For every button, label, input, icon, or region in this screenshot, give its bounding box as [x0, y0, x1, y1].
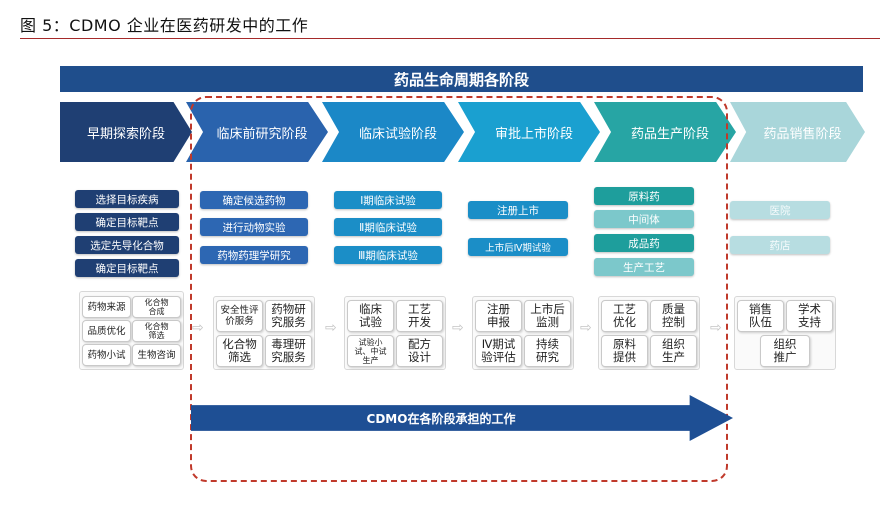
service-card: Ⅳ期试 验评估 — [475, 335, 522, 367]
task-box: 上市后Ⅳ期试验 — [468, 238, 568, 256]
cdmo-work-label: CDMO在各阶段承担的工作 — [366, 411, 516, 426]
service-card: 药物小试 — [82, 344, 131, 366]
task-box: Ⅰ期临床试验 — [334, 191, 442, 209]
service-card: 试验小 试、中试 生产 — [347, 335, 394, 367]
task-box: 进行动物实验 — [200, 218, 308, 236]
service-card: 注册 申报 — [475, 300, 522, 332]
task-box: 确定目标靶点 — [75, 213, 179, 231]
service-card: 持续 研究 — [524, 335, 571, 367]
task-box: 原料药 — [594, 187, 694, 205]
stage-production: 药品生产阶段 — [594, 102, 736, 162]
service-card: 工艺 开发 — [396, 300, 443, 332]
stage-clinical-trial: 临床试验阶段 — [322, 102, 464, 162]
service-card: 临床 试验 — [347, 300, 394, 332]
service-card: 化合物 筛选 — [216, 335, 263, 367]
service-card: 组织 生产 — [650, 335, 697, 367]
service-card: 药物来源 — [82, 296, 131, 318]
stage-label: 药品销售阶段 — [763, 126, 842, 142]
task-box: Ⅲ期临床试验 — [334, 246, 442, 264]
task-box: 医院 — [730, 201, 830, 219]
service-card: 上市后 监测 — [524, 300, 571, 332]
service-card: 工艺 优化 — [601, 300, 648, 332]
task-box: 药店 — [730, 236, 830, 254]
stage-label: 临床前研究阶段 — [216, 126, 308, 142]
cdmo-scope-outline — [190, 96, 728, 482]
stage-label: 早期探索阶段 — [86, 126, 165, 142]
task-box: Ⅱ期临床试验 — [334, 218, 442, 236]
stage-early-exploration: 早期探索阶段 — [60, 102, 192, 162]
task-box: 选择目标疾病 — [75, 190, 179, 208]
service-card: 品质优化 — [82, 320, 131, 342]
lifecycle-banner: 药品生命周期各阶段 — [60, 66, 863, 92]
service-card: 生物咨询 — [132, 344, 181, 366]
stage-preclinical: 临床前研究阶段 — [186, 102, 328, 162]
service-card: 配方 设计 — [396, 335, 443, 367]
flow-arrow-icon: ⇨ — [192, 320, 204, 336]
service-card: 学术 支持 — [786, 300, 833, 332]
task-box: 确定候选药物 — [200, 191, 308, 209]
flow-arrow-icon: ⇨ — [325, 320, 337, 336]
service-card: 药物研 究服务 — [265, 300, 312, 332]
figure-title: 图 5：CDMO 企业在医药研发中的工作 — [20, 16, 309, 35]
service-card: 化合物 合成 — [132, 296, 181, 318]
stage-label: 临床试验阶段 — [358, 126, 437, 142]
task-box: 生产工艺 — [594, 258, 694, 276]
task-box: 中间体 — [594, 210, 694, 228]
service-card: 化合物 筛选 — [132, 320, 181, 342]
task-box: 成品药 — [594, 234, 694, 252]
flow-arrow-icon: ⇨ — [452, 320, 464, 336]
flow-arrow-icon: ⇨ — [710, 320, 722, 336]
service-card: 组织 推广 — [760, 335, 810, 367]
stage-approval: 审批上市阶段 — [458, 102, 600, 162]
stage-label: 药品生产阶段 — [630, 126, 709, 142]
task-box: 注册上市 — [468, 201, 568, 219]
stage-label: 审批上市阶段 — [494, 126, 573, 142]
task-box: 选定先导化合物 — [75, 236, 179, 254]
service-card: 质量 控制 — [650, 300, 697, 332]
title-divider — [20, 38, 880, 39]
service-card: 毒理研 究服务 — [265, 335, 312, 367]
service-card: 安全性评 价服务 — [216, 300, 263, 332]
service-card: 原料 提供 — [601, 335, 648, 367]
stage-sales: 药品销售阶段 — [730, 102, 865, 162]
task-box: 确定目标靶点 — [75, 259, 179, 277]
task-box: 药物药理学研究 — [200, 246, 308, 264]
flow-arrow-icon: ⇨ — [580, 320, 592, 336]
service-card: 销售 队伍 — [737, 300, 784, 332]
